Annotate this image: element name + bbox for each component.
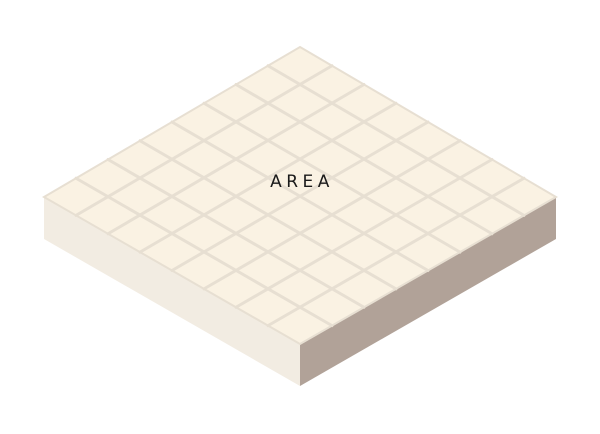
slab-right-face bbox=[300, 197, 556, 386]
area-label: AREA bbox=[270, 172, 334, 192]
slab-left-face bbox=[44, 197, 300, 386]
grid-line-b bbox=[106, 83, 366, 236]
grid-line-b bbox=[202, 139, 462, 291]
grid-line-b bbox=[74, 64, 334, 217]
grid-line-b bbox=[138, 101, 398, 254]
tile-grid-lines bbox=[74, 64, 526, 328]
slab-top-outline bbox=[42, 45, 558, 346]
grid-line-b bbox=[266, 176, 526, 328]
grid-line-b bbox=[170, 120, 430, 272]
grid-line-b bbox=[234, 158, 494, 309]
